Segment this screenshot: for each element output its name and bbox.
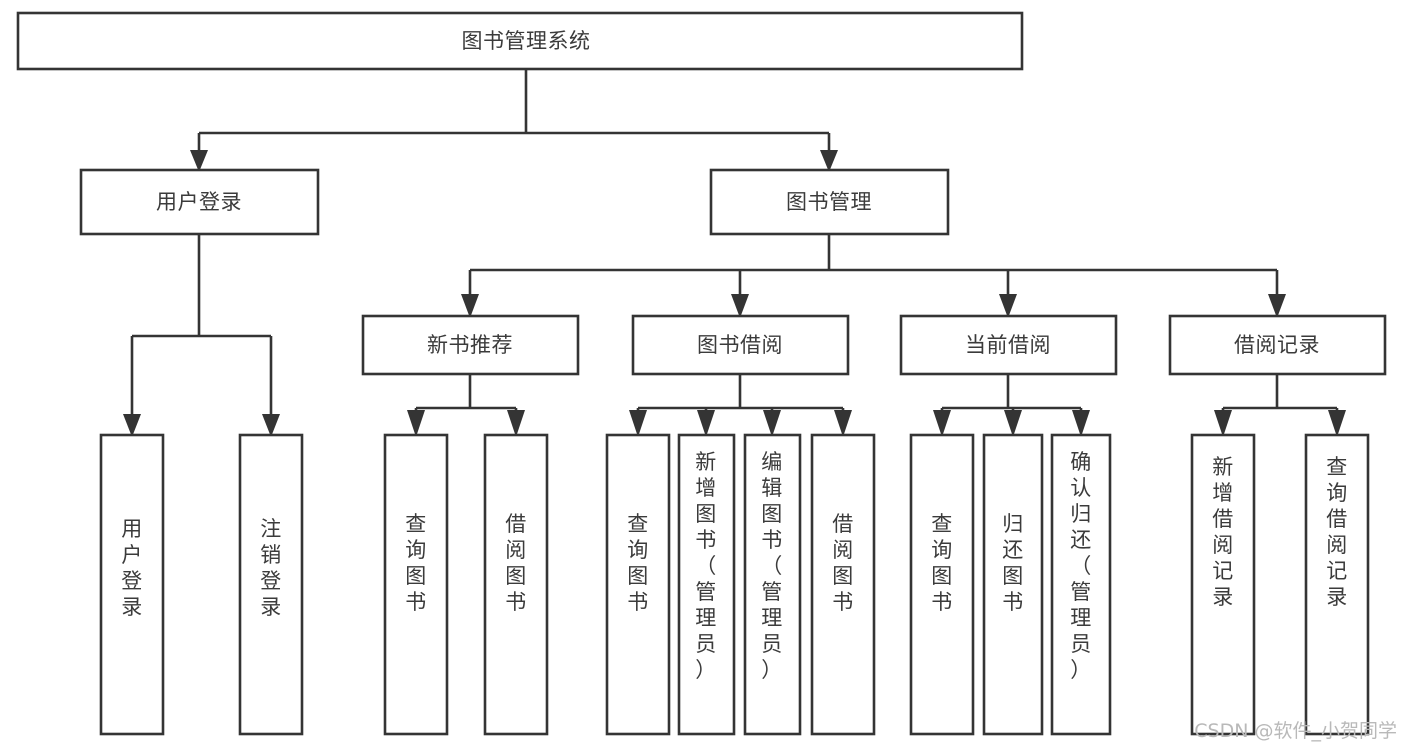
node-book-management-label: 图书管理	[786, 190, 872, 214]
connector-newbook-to-leaves	[407, 374, 525, 437]
node-leaf-add-borrow-record-box[interactable]	[1190, 433, 1256, 736]
node-leaf-edit-book-admin-label: 编辑图书（管理员）	[761, 450, 783, 682]
node-leaf-query-book-borrow-label: 查询图书	[627, 512, 649, 614]
arrow-head-leaf-query-book-current	[933, 410, 951, 437]
arrow-head-book-management	[820, 150, 838, 172]
node-current-borrow[interactable]: 当前借阅	[899, 314, 1118, 376]
node-book-management-box[interactable]	[709, 168, 950, 236]
node-leaf-borrow-book-borrow[interactable]: 借阅图书	[810, 433, 876, 736]
node-leaf-query-book-rec[interactable]: 查询图书	[383, 433, 449, 736]
node-leaf-query-borrow-record[interactable]: 查询借阅记录	[1304, 433, 1370, 736]
node-leaf-query-book-rec-label: 查询图书	[405, 512, 427, 614]
node-leaf-user-login[interactable]: 用户登录	[99, 433, 165, 736]
arrow-head-book-borrow	[731, 294, 749, 318]
node-leaf-query-book-rec-box[interactable]	[383, 433, 449, 736]
node-leaf-logout-login[interactable]: 注销登录	[238, 433, 304, 736]
node-leaf-add-book-admin[interactable]: 新增图书（管理员）	[677, 433, 736, 736]
node-current-borrow-label: 当前借阅	[965, 333, 1051, 357]
arrow-head-new-book-recommend	[461, 294, 479, 318]
arrow-head-leaf-confirm-return-admin	[1072, 410, 1090, 437]
node-borrow-record-label: 借阅记录	[1234, 333, 1320, 357]
arrow-head-leaf-borrow-book-borrow	[834, 410, 852, 437]
node-leaf-add-borrow-record-label: 新增借阅记录	[1212, 455, 1234, 609]
node-root-label: 图书管理系统	[462, 29, 591, 53]
node-leaf-query-book-current-box[interactable]	[909, 433, 975, 736]
connector-userlogin-to-leaves	[123, 234, 280, 437]
connector-currentborrow-to-leaves	[933, 374, 1090, 437]
connector-layer	[123, 69, 1346, 437]
node-leaf-return-book[interactable]: 归还图书	[982, 433, 1044, 736]
node-leaf-user-login-label: 用户登录	[121, 517, 143, 619]
node-book-borrow[interactable]: 图书借阅	[631, 314, 850, 376]
arrow-head-leaf-logout-login	[262, 414, 280, 437]
node-leaf-edit-book-admin-box[interactable]	[743, 433, 802, 736]
node-leaf-query-book-borrow[interactable]: 查询图书	[605, 433, 671, 736]
arrow-head-leaf-add-borrow-record	[1214, 410, 1232, 437]
arrow-head-leaf-query-book-borrow	[629, 410, 647, 437]
csdn-watermark: CSDN @软件_小贺同学	[1194, 720, 1397, 742]
arrow-head-leaf-return-book	[1004, 410, 1022, 437]
node-leaf-borrow-book-rec[interactable]: 借阅图书	[483, 433, 549, 736]
arrow-head-current-borrow	[999, 294, 1017, 318]
node-leaf-query-borrow-record-label: 查询借阅记录	[1326, 455, 1348, 609]
arrow-head-leaf-edit-book-admin	[763, 410, 781, 437]
node-leaf-borrow-book-borrow-label: 借阅图书	[832, 512, 854, 614]
connector-root-to-level1	[190, 69, 838, 172]
connector-bookmgmt-to-level2	[461, 234, 1286, 318]
node-leaf-return-book-box[interactable]	[982, 433, 1044, 736]
node-leaf-borrow-book-borrow-box[interactable]	[810, 433, 876, 736]
node-leaf-query-book-current[interactable]: 查询图书	[909, 433, 975, 736]
node-current-borrow-box[interactable]	[899, 314, 1118, 376]
arrow-head-leaf-add-book-admin	[697, 410, 715, 437]
arrow-head-leaf-query-book-rec	[407, 410, 425, 437]
node-leaf-user-login-box[interactable]	[99, 433, 165, 736]
arrow-head-leaf-borrow-book-rec	[507, 410, 525, 437]
node-book-borrow-box[interactable]	[631, 314, 850, 376]
node-leaf-query-borrow-record-box[interactable]	[1304, 433, 1370, 736]
node-root[interactable]: 图书管理系统	[16, 11, 1024, 71]
node-leaf-query-book-current-label: 查询图书	[931, 512, 953, 614]
node-leaf-query-book-borrow-box[interactable]	[605, 433, 671, 736]
node-leaf-borrow-book-rec-label: 借阅图书	[505, 512, 527, 614]
connector-bookborrow-to-leaves	[629, 374, 852, 437]
node-leaf-add-borrow-record[interactable]: 新增借阅记录	[1190, 433, 1256, 736]
node-leaf-return-book-label: 归还图书	[1002, 512, 1024, 614]
node-borrow-record[interactable]: 借阅记录	[1168, 314, 1387, 376]
node-leaf-confirm-return-admin-box[interactable]	[1050, 433, 1112, 736]
node-root-box[interactable]	[16, 11, 1024, 71]
node-leaf-logout-login-label: 注销登录	[260, 517, 282, 619]
node-user-login-label: 用户登录	[156, 190, 242, 214]
node-book-management[interactable]: 图书管理	[709, 168, 950, 236]
arrow-head-borrow-record	[1268, 294, 1286, 318]
node-leaf-add-book-admin-label: 新增图书（管理员）	[695, 450, 717, 682]
node-user-login-box[interactable]	[79, 168, 320, 236]
node-leaf-borrow-book-rec-box[interactable]	[483, 433, 549, 736]
arrow-head-leaf-user-login	[123, 414, 141, 437]
arrow-head-user-login	[190, 150, 208, 172]
node-leaf-edit-book-admin[interactable]: 编辑图书（管理员）	[743, 433, 802, 736]
node-new-book-recommend-box[interactable]	[361, 314, 580, 376]
node-book-borrow-label: 图书借阅	[697, 333, 783, 357]
node-new-book-recommend-label: 新书推荐	[427, 333, 513, 357]
node-leaf-confirm-return-admin-label: 确认归还（管理员）	[1070, 450, 1092, 682]
node-borrow-record-box[interactable]	[1168, 314, 1387, 376]
node-new-book-recommend[interactable]: 新书推荐	[361, 314, 580, 376]
node-leaf-logout-login-box[interactable]	[238, 433, 304, 736]
node-leaf-confirm-return-admin[interactable]: 确认归还（管理员）	[1050, 433, 1112, 736]
node-user-login[interactable]: 用户登录	[79, 168, 320, 236]
node-leaf-add-book-admin-box[interactable]	[677, 433, 736, 736]
arrow-head-leaf-query-borrow-record	[1328, 410, 1346, 437]
connector-borrowrecord-to-leaves	[1214, 374, 1346, 437]
